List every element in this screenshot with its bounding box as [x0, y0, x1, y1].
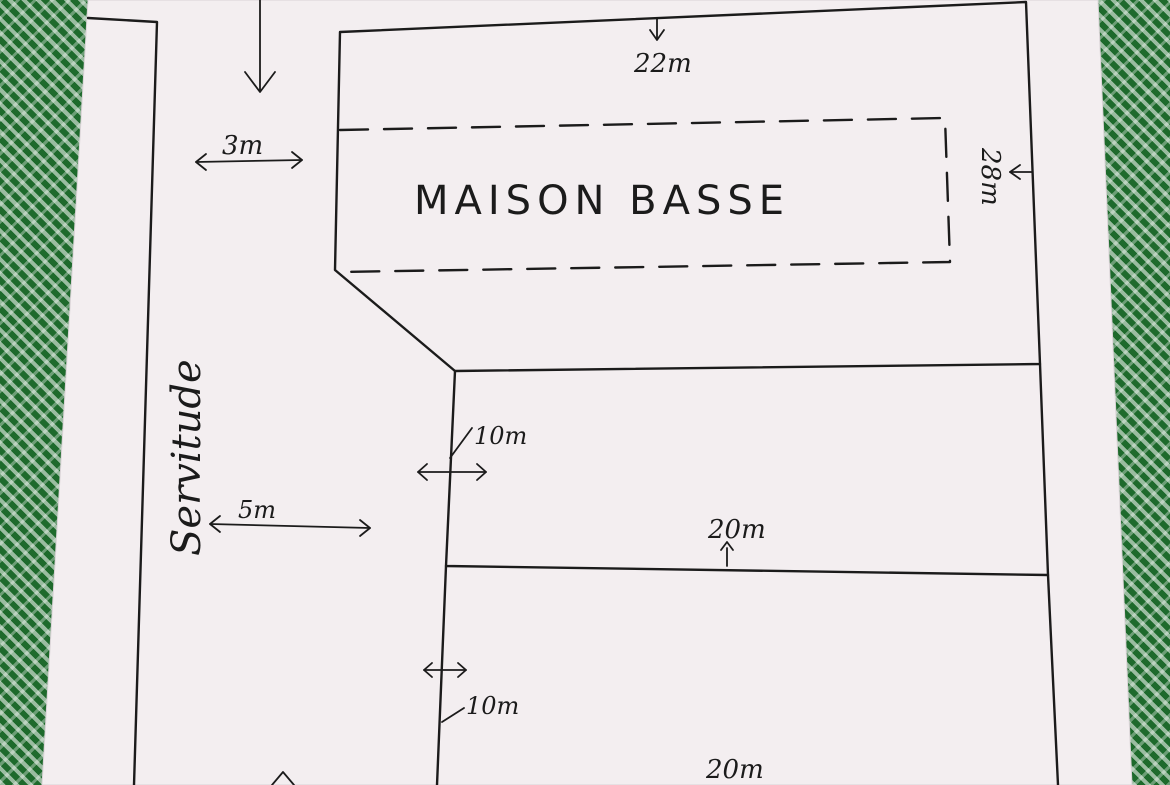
dim-lot3-left-head-r	[457, 662, 467, 678]
dim-right-label: 28m	[975, 147, 1005, 206]
dim-servitude-mid-label: 5m	[238, 496, 276, 524]
dim-lot2-width-head	[720, 541, 734, 551]
dim-right-arrow-head	[1009, 164, 1021, 180]
servitude-left-border	[86, 16, 159, 785]
dim-servitude-top-head-l	[195, 153, 207, 171]
house-label: MAISON BASSE	[414, 178, 790, 224]
dim-servitude-mid-head-r	[359, 519, 371, 537]
dim-servitude-top-head-r	[291, 151, 303, 169]
dim-servitude-mid-arrow	[209, 523, 371, 529]
dim-lot2-left-leader	[449, 427, 473, 459]
dim-lot3-left-head-l	[423, 662, 433, 678]
dim-lot3-width-label: 20m	[705, 755, 764, 785]
bottom-arrow-head	[271, 771, 295, 785]
dim-servitude-top-arrow	[195, 159, 303, 163]
dim-lot2-width-label: 20m	[707, 515, 766, 545]
dim-top-label: 22m	[633, 49, 692, 79]
lot-bottom-boundary	[435, 564, 448, 785]
paper-sheet	[41, 0, 1133, 785]
dim-lot3-left-leader	[441, 707, 465, 723]
dim-top-arrow-head	[649, 29, 665, 41]
lot-right-boundary	[1046, 573, 1060, 785]
dim-lot2-left-head-l	[417, 463, 428, 481]
dim-servitude-top-label: 3m	[222, 131, 263, 161]
dim-lot2-left-label: 10m	[474, 422, 527, 450]
dim-servitude-mid-head-l	[209, 515, 221, 533]
dim-lot3-left-label: 10m	[466, 692, 519, 720]
dim-lot2-left-head-r	[476, 463, 487, 481]
entry-arrow-head	[244, 71, 276, 93]
servitude-label: Servitude	[164, 359, 210, 556]
lot-top-boundary	[333, 0, 1042, 373]
house-footprint	[338, 116, 952, 274]
lot-middle-boundary	[444, 362, 1050, 577]
